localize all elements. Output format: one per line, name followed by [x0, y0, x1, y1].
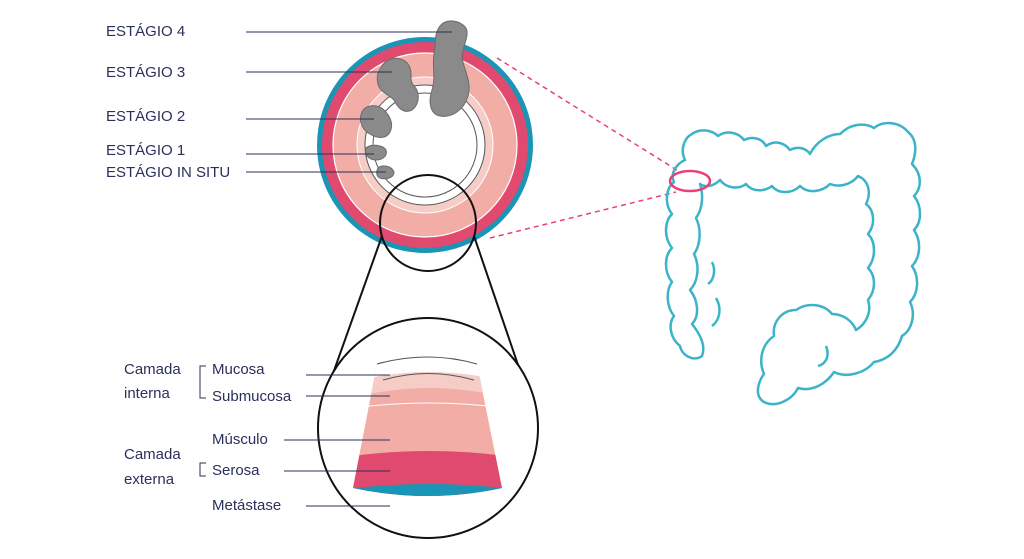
- tumor-stage-1: [365, 144, 387, 161]
- segment-top-edge: [376, 356, 478, 365]
- label-stage-3: ESTÁGIO 3: [106, 64, 185, 81]
- label-musculo: Músculo: [212, 431, 268, 448]
- label-inner-group-2: interna: [124, 385, 171, 402]
- segment-inner-edge: [382, 373, 475, 381]
- stage-labels: ESTÁGIO 4 ESTÁGIO 3 ESTÁGIO 2 ESTÁGIO 1 …: [106, 23, 230, 181]
- colon-detail-3: [817, 345, 829, 368]
- brackets: [199, 365, 206, 477]
- label-submucosa: Submucosa: [212, 388, 292, 405]
- tumors: [359, 20, 470, 180]
- layer-labels: Camada interna Camada externa Mucosa Sub…: [124, 361, 292, 514]
- tumor-stage-4: [429, 20, 470, 117]
- label-serosa: Serosa: [212, 462, 260, 479]
- zoom-connectors: [489, 57, 681, 239]
- colon-outer-contour: [664, 121, 922, 406]
- label-mucosa: Mucosa: [212, 361, 265, 378]
- stage-leaders: [246, 31, 452, 173]
- label-stage-2: ESTÁGIO 2: [106, 108, 185, 125]
- highlight-ellipse: [668, 169, 712, 193]
- label-metastase: Metástase: [212, 497, 281, 514]
- tumor-stage-2: [359, 105, 393, 138]
- colon-detail-1: [707, 261, 716, 286]
- label-stage-4: ESTÁGIO 4: [106, 23, 185, 40]
- bracket-inner: [199, 365, 206, 399]
- segment-mucosa: [360, 357, 500, 380]
- connector-bottom: [489, 191, 677, 239]
- magnifier-small-circle: [379, 174, 477, 272]
- bracket-outer: [199, 462, 206, 477]
- colon-cross-section: [317, 37, 533, 253]
- wall-segment: [353, 356, 502, 496]
- layer-leaders: [284, 374, 390, 507]
- label-inner-group-1: Camada: [124, 361, 181, 378]
- colon-outline: [664, 121, 922, 406]
- label-in-situ: ESTÁGIO IN SITU: [106, 164, 230, 181]
- label-outer-group-2: externa: [124, 471, 175, 488]
- label-stage-1: ESTÁGIO 1: [106, 142, 185, 159]
- label-outer-group-1: Camada: [124, 446, 181, 463]
- colon-detail-2: [711, 297, 721, 327]
